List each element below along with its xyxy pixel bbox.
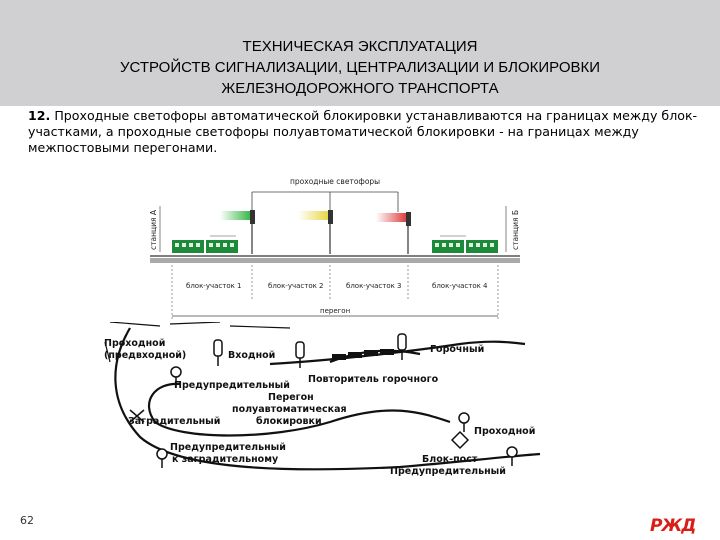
train-left: [172, 240, 238, 253]
question-number: 12.: [28, 108, 51, 123]
label-povtoritel: Повторитель горочного: [308, 374, 439, 385]
station-a-label: станция А: [149, 209, 158, 250]
station-b-label: станция Б: [511, 210, 520, 250]
signal-symbol-predupr-zagr: [156, 448, 168, 468]
train-right: [432, 240, 498, 253]
signal-glow-yellow: [298, 211, 328, 220]
rzd-logo: РЖД: [650, 516, 696, 536]
section-4-label: блок-участок 4: [432, 282, 488, 290]
signal-mast-2: [328, 210, 333, 254]
label-predupreditelny: Предупредительный: [174, 380, 290, 391]
signal-symbol-prohodnoy: [458, 412, 470, 432]
signal-symbol-predupr-2: [506, 446, 518, 466]
signal-glow-red: [376, 213, 406, 222]
question-text: 12. Проходные светофоры автоматической б…: [28, 108, 700, 156]
question-body: Проходные светофоры автоматической блоки…: [28, 108, 698, 155]
label-peregony-2: полуавтоматическая: [232, 404, 347, 415]
signal-mast-1: [250, 210, 255, 254]
section-1-label: блок-участок 1: [186, 282, 242, 290]
label-prohodnoy-predvhodnoy-2: (предвходной): [104, 350, 186, 361]
label-prohodnoy: Проходной: [474, 426, 535, 437]
signal-symbol-blok-post: [450, 430, 470, 450]
sketch-train: [332, 349, 394, 360]
header-line-3: ЖЕЛЕЗНОДОРОЖНОГО ТРАНСПОРТА: [221, 80, 499, 97]
section-2-label: блок-участок 2: [268, 282, 324, 290]
label-predupr-zagr-1: Предупредительный: [170, 442, 286, 453]
signal-symbol-gorochny: [397, 333, 407, 360]
page-number: 62: [20, 514, 34, 527]
block-signal-diagram: проходные светофоры станция А станция Б: [149, 177, 520, 320]
label-predupr-zagr-2: к заградительному: [172, 454, 279, 465]
peregon-label: перегон: [320, 307, 350, 315]
slide-header: ТЕХНИЧЕСКАЯ ЭКСПЛУАТАЦИЯ УСТРОЙСТВ СИГНА…: [0, 0, 720, 106]
signal-symbol-zagraditelny: [129, 409, 145, 423]
label-blok-post: Блок-пост: [422, 454, 478, 465]
header-line-2: УСТРОЙСТВ СИГНАЛИЗАЦИИ, ЦЕНТРАЛИЗАЦИИ И …: [119, 59, 601, 76]
label-vhodnoy: Входной: [228, 350, 275, 361]
header-line-1: ТЕХНИЧЕСКАЯ ЭКСПЛУАТАЦИЯ: [242, 38, 478, 55]
signal-symbol-predupreditelny: [170, 366, 182, 388]
diagram-label-signals: проходные светофоры: [290, 177, 380, 186]
label-peregony-3: блокировки: [256, 416, 322, 427]
label-prohodnoy-predvhodnoy-1: Проходной: [104, 338, 165, 349]
signal-mast-3: [406, 212, 411, 254]
label-predupreditelny-2: Предупредительный: [390, 466, 506, 477]
label-zagraditelny: Заградительный: [128, 416, 220, 427]
label-peregony-1: Перегон: [268, 392, 314, 403]
section-3-label: блок-участок 3: [346, 282, 402, 290]
label-gorochny: Горочный: [430, 344, 484, 355]
signal-layout-sketch: Проходной (предвходной) Входной Горочный…: [104, 322, 541, 477]
track-bed: [150, 258, 520, 263]
signal-symbol-vhodnoy: [213, 339, 223, 366]
signal-symbol-povtoritel: [295, 341, 305, 368]
signal-glow-green: [220, 211, 250, 220]
